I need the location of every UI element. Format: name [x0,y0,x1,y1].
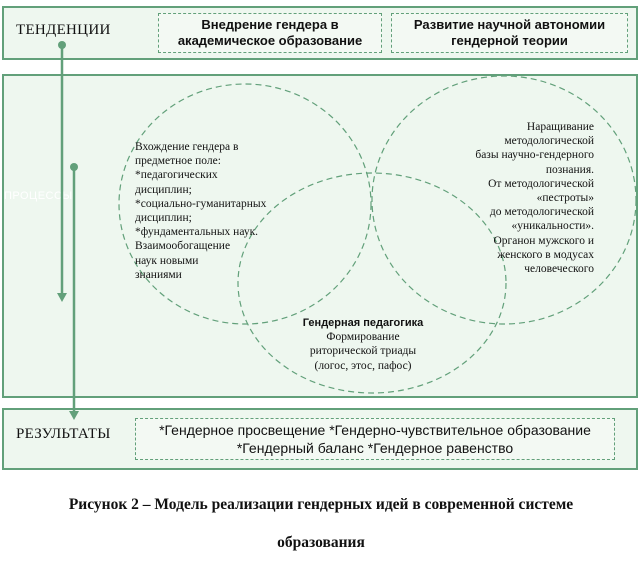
right-line: «пестроты» [536,192,594,205]
bottom-line: (логос, этос, пафос) [314,359,412,372]
right-line: до методологической [489,206,594,219]
bottom-circle-title: Гендерная педагогика [302,317,424,329]
tendency-box-1-line-1: Внедрение гендера в [201,17,339,32]
bottom-circle [237,172,507,394]
tendency-box-2-line-1: Развитие научной автономии [413,17,606,32]
results-line-1: *Гендерное просвещение *Гендерно-чувстви… [159,422,591,438]
arrow-processes-to-results [69,163,79,420]
figure-caption: Рисунок 2 – Модель реализации гендерных … [0,486,642,562]
right-line: От методологической [488,177,594,190]
bottom-line: риторической триады [309,345,417,358]
right-line: человеческого [524,263,594,276]
left-line: Вхождение гендера в [135,141,239,153]
right-line: базы научно-гендерного [475,149,594,162]
left-line: дисциплин; [135,212,192,225]
caption-line-2: образования [277,534,365,551]
left-line: наук новыми [135,254,199,267]
results-label: РЕЗУЛЬТАТЫ [16,426,111,442]
right-circle [371,75,637,325]
tendencies-label: ТЕНДЕНЦИИ [16,22,111,38]
right-line: Наращивание [526,121,594,133]
left-circle [118,83,372,325]
left-line: знаниями [135,268,182,281]
processes-band [2,74,638,398]
right-line: методологической [504,135,594,148]
left-line: дисциплин; [135,183,192,196]
left-line: предметное поле: [135,155,221,168]
caption-line-1: Рисунок 2 – Модель реализации гендерных … [68,496,574,513]
left-line: *педагогических [135,169,218,182]
bottom-circle-text: Гендерная педагогика Формирование ритори… [288,316,438,372]
right-line: женского в модусах [497,248,594,261]
tendency-box-2-line-2: гендерной теории [451,33,568,48]
left-line: Взаимообогащение [135,240,231,253]
left-circle-text: Вхождение гендера в предметное поле: *пе… [135,140,295,286]
results-line-2: *Гендерный баланс *Гендерное равенство [236,440,514,456]
processes-ghost-label: ПРОЦЕССЫ [4,190,73,202]
right-circle-text: Наращивание методологической базы научно… [444,120,594,276]
tendency-box-1-line-2: академическое образование [177,33,363,48]
right-line: Органон мужского и [493,234,595,247]
arrow-tendencies-to-processes [57,41,67,302]
left-line: *фундаментальных наук. [135,226,259,239]
bottom-line: Формирование [326,331,400,344]
left-line: *социально-гуманитарных [135,197,267,210]
results-box: *Гендерное просвещение *Гендерно-чувстви… [135,418,615,460]
right-line: познания. [545,163,594,176]
right-line: «уникальности». [511,220,594,233]
